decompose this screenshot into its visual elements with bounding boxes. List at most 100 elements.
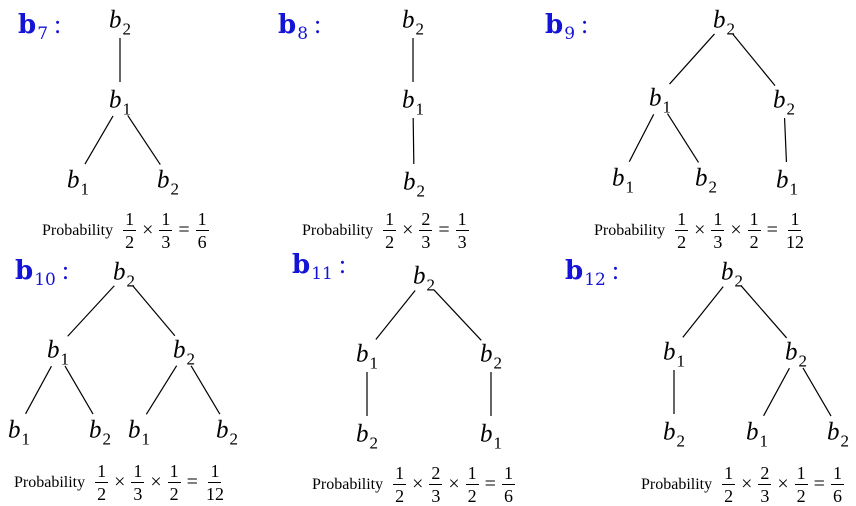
tree-node: b1 — [109, 86, 131, 118]
tree-node: b2 — [663, 420, 685, 450]
tree-node-index: 2 — [415, 19, 425, 39]
tree-node: b2 — [480, 342, 502, 372]
tree-edge — [67, 285, 115, 337]
tree-node-variable: b — [128, 416, 141, 444]
panel-label-letter: b — [15, 256, 34, 286]
fraction-denominator: 2 — [395, 486, 405, 506]
probability-word: Probability — [641, 475, 713, 493]
fraction-denominator: 12 — [205, 484, 224, 504]
fraction-denominator: 3 — [457, 232, 467, 252]
tree-node-variable: b — [402, 6, 415, 34]
tree-node-index: 1 — [625, 177, 635, 197]
tree-node: b2 — [713, 6, 735, 38]
panel-label-index: 12 — [584, 270, 606, 290]
fraction-denominator: 12 — [785, 232, 804, 252]
tree-edge — [25, 365, 52, 415]
equals-operator: = — [766, 219, 778, 241]
tree-node: b1 — [649, 84, 671, 116]
tree-node-index: 1 — [141, 429, 151, 449]
tree-node-variable: b — [649, 84, 662, 112]
tree-node-index: 2 — [186, 349, 196, 369]
panel-label-letter: b — [18, 10, 37, 40]
panel-label-letter: b — [278, 10, 297, 40]
tree-edge — [732, 34, 776, 86]
panel-label-letter: b — [545, 10, 564, 40]
tree-node-variable: b — [8, 416, 21, 444]
tree-node-index: 1 — [789, 179, 799, 199]
tree-node-variable: b — [827, 418, 840, 446]
tree-node: b2 — [89, 418, 111, 448]
fraction-numerator: 1 — [830, 463, 844, 485]
tree-node-index: 2 — [416, 181, 426, 201]
fraction-denominator: 6 — [197, 232, 207, 252]
tree-node-variable: b — [776, 166, 789, 194]
tree-node: b2 — [113, 258, 135, 290]
tree-node: b1 — [746, 418, 768, 450]
fraction-denominator: 3 — [760, 486, 770, 506]
tree-node-index: 2 — [229, 429, 239, 449]
tree-node: b1 — [8, 416, 30, 448]
times-operator: × — [402, 219, 414, 241]
tree-node-variable: b — [113, 258, 126, 286]
fraction-denominator: 2 — [169, 484, 179, 504]
tree-node-index: 2 — [786, 99, 796, 119]
tree-node-index: 2 — [726, 19, 736, 39]
tree-node: b2 — [109, 8, 131, 38]
tree-node-variable: b — [109, 86, 122, 114]
fraction-numerator: 1 — [747, 209, 761, 231]
tree-node-variable: b — [713, 6, 726, 34]
fraction-numerator: 1 — [95, 461, 109, 483]
fraction-denominator: 3 — [421, 232, 431, 252]
tree-node-variable: b — [47, 336, 60, 364]
fraction-denominator: 3 — [161, 232, 171, 252]
tree-node-variable: b — [612, 164, 625, 192]
equals-operator: = — [186, 471, 198, 493]
tree-node-variable: b — [773, 86, 786, 114]
tree-node-index: 2 — [493, 353, 503, 373]
fraction-numerator: 1 — [195, 209, 209, 231]
fraction-denominator: 3 — [431, 486, 441, 506]
tree-node-variable: b — [746, 418, 759, 446]
tree-node-index: 1 — [369, 353, 379, 373]
fraction-numerator: 1 — [159, 209, 173, 231]
tree-edge — [145, 365, 178, 415]
probability-word: Probability — [594, 221, 666, 239]
tree-node-index: 2 — [708, 177, 718, 197]
tree-node-index: 2 — [840, 431, 850, 451]
tree-node-index: 1 — [122, 99, 132, 119]
tree-node-index: 2 — [798, 351, 808, 371]
tree-node: b2 — [773, 86, 795, 118]
probability-word: Probability — [312, 475, 384, 493]
tree-node: b2 — [413, 264, 435, 294]
tree-node-variable: b — [480, 420, 493, 448]
tree-node: b1 — [402, 88, 424, 118]
tree-node: b2 — [173, 338, 195, 368]
tree-node: b2 — [403, 170, 425, 200]
tree-node-index: 2 — [122, 19, 132, 39]
fraction-denominator: 6 — [503, 486, 513, 506]
panel-label-index: 9 — [564, 24, 576, 44]
tree-node-index: 2 — [126, 271, 136, 291]
fraction-denominator: 2 — [385, 232, 395, 252]
panel-label: b10: — [15, 256, 69, 289]
fraction-denominator: 6 — [832, 486, 842, 506]
fraction-denominator: 3 — [133, 484, 143, 504]
fraction-numerator: 1 — [501, 463, 515, 485]
fraction-numerator: 1 — [794, 463, 808, 485]
panel-label: b8: — [278, 10, 321, 43]
